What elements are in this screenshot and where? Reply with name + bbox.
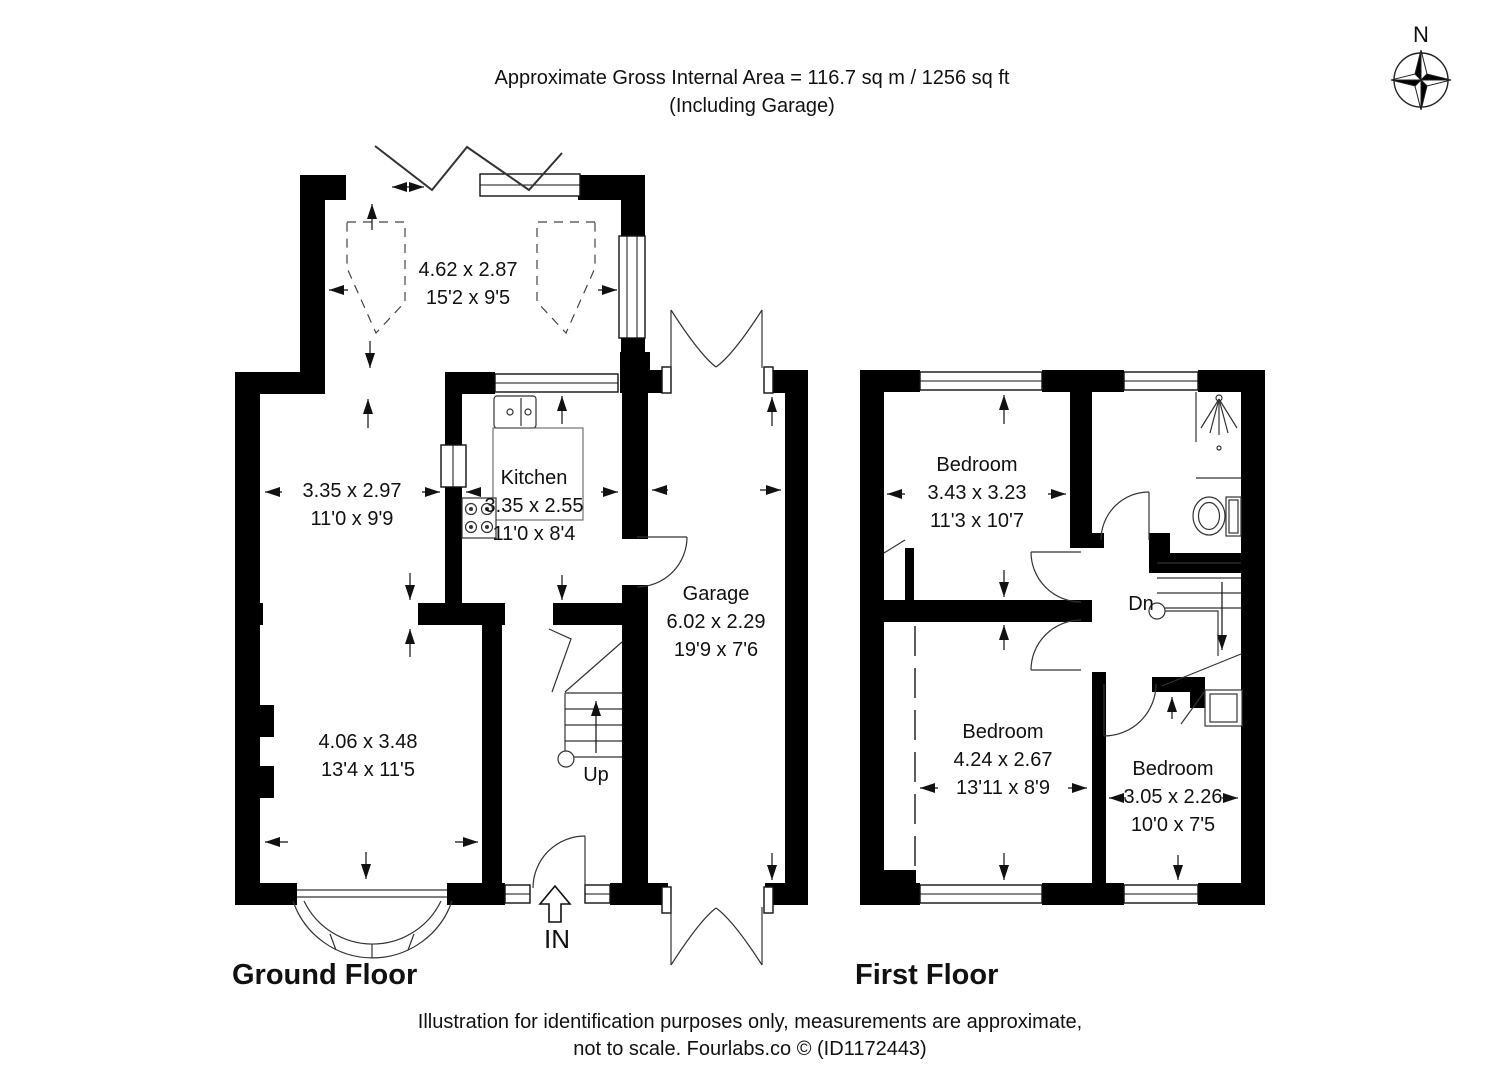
first-floor-windows (919, 371, 1199, 904)
stairs-down (1148, 562, 1242, 687)
kitchen-counter (492, 427, 584, 521)
footer-line1: Illustration for identification purposes… (418, 1011, 1082, 1033)
first-floor-walls (860, 370, 1265, 905)
ground-floor-plan: 4.62 x 2.87 15'2 x 9'5 3.35 x 2.97 11'0 … (232, 145, 808, 991)
ground-floor-dimension-arrows (265, 204, 781, 880)
bedroom3-metric: 3.05 x 2.26 (1124, 786, 1223, 808)
title-line1: Approximate Gross Internal Area = 116.7 … (495, 67, 1010, 89)
kitchen-metric: 3.35 x 2.55 (485, 495, 584, 517)
garage-side-door (636, 536, 688, 588)
shower-icon (1195, 392, 1238, 451)
entrance-label: IN (544, 924, 570, 954)
first-floor-dimension-arrows (887, 395, 1238, 880)
stairs-up-label: Up (583, 764, 609, 786)
footer-line2: not to scale. Fourlabs.co © (ID1172443) (573, 1038, 926, 1060)
first-floor-doors (1030, 491, 1157, 737)
title-line2: (Including Garage) (669, 95, 835, 117)
lounge-metric: 4.06 x 3.48 (319, 731, 418, 753)
cupboard (1180, 689, 1243, 727)
garage-name: Garage (683, 583, 750, 605)
compass-icon: N (1390, 22, 1452, 111)
bedroom3-name: Bedroom (1132, 758, 1213, 780)
lounge-imperial: 13'4 x 11'5 (321, 759, 415, 781)
ground-floor-labels: 4.62 x 2.87 15'2 x 9'5 3.35 x 2.97 11'0 … (232, 259, 765, 991)
stairs-down-label: Dn (1128, 593, 1154, 615)
closet-door (883, 539, 906, 554)
ground-floor-windows (440, 173, 774, 914)
first-floor-title: First Floor (855, 959, 998, 991)
bedroom3-imperial: 10'0 x 7'5 (1131, 814, 1215, 836)
first-floor-labels: Bedroom 3.43 x 3.23 11'3 x 10'7 Bedroom … (855, 454, 1222, 991)
bedroom2-name: Bedroom (962, 721, 1043, 743)
kitchen-imperial: 11'0 x 8'4 (493, 523, 576, 545)
bedroom2-imperial: 13'11 x 8'9 (956, 777, 1050, 799)
first-floor-plan: Bedroom 3.43 x 3.23 11'3 x 10'7 Bedroom … (855, 370, 1265, 991)
bedroom1-imperial: 11'3 x 10'7 (930, 510, 1024, 532)
reception-mid-metric: 3.35 x 2.97 (303, 480, 402, 502)
garage-metric: 6.02 x 2.29 (667, 611, 766, 633)
reception-mid-imperial: 11'0 x 9'9 (311, 508, 394, 530)
bay-window (292, 889, 453, 959)
reception-top-metric: 4.62 x 2.87 (419, 259, 518, 281)
garage-imperial: 19'9 x 7'6 (674, 639, 758, 661)
ground-floor-title: Ground Floor (232, 959, 417, 991)
kitchen-hob (461, 497, 497, 539)
toilet-icon (1192, 496, 1242, 537)
kitchen-sink (493, 395, 537, 429)
header: Approximate Gross Internal Area = 116.7 … (495, 67, 1010, 117)
bedroom2-metric: 4.24 x 2.67 (954, 749, 1053, 771)
ceiling-outline-right (536, 221, 596, 335)
footer: Illustration for identification purposes… (418, 1011, 1082, 1060)
stairs-up (548, 628, 623, 768)
ceiling-outline-left (346, 221, 406, 335)
entry-door (532, 835, 586, 889)
kitchen-name: Kitchen (501, 467, 568, 489)
compass-north-label: N (1413, 22, 1429, 47)
ground-floor-walls (235, 175, 808, 905)
bedroom1-metric: 3.43 x 3.23 (928, 482, 1027, 504)
reception-top-imperial: 15'2 x 9'5 (426, 287, 510, 309)
garage-doors (670, 309, 763, 966)
bedroom1-name: Bedroom (936, 454, 1017, 476)
bifold-door (374, 145, 563, 192)
entrance-arrow-icon (538, 884, 572, 923)
